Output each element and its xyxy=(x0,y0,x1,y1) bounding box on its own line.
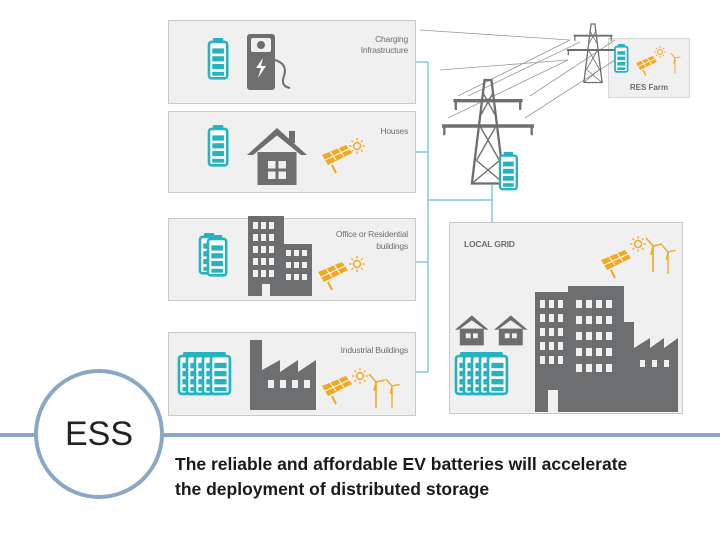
charging-station-icon xyxy=(247,34,291,90)
ess-circle: ESS xyxy=(34,369,164,499)
battery-icon xyxy=(209,350,232,396)
label-local-grid: LOCAL GRID xyxy=(464,239,515,249)
wind-turbine-icon xyxy=(385,378,401,409)
wind-turbine-icon xyxy=(661,244,677,275)
house-icon xyxy=(247,128,307,185)
caption-line-2: the deployment of distributed storage xyxy=(175,479,490,499)
label-charging: Charging Infrastructure xyxy=(360,34,408,55)
solar-panel-icon xyxy=(321,375,353,405)
battery-icon xyxy=(498,150,518,191)
wind-turbine-icon xyxy=(670,52,681,75)
res-farm-label: RES Farm xyxy=(629,83,669,92)
wind-turbine-icon xyxy=(645,237,663,273)
caption: The reliable and affordable EV batteries… xyxy=(175,452,715,502)
caption-line-1: The reliable and affordable EV batteries… xyxy=(175,454,628,474)
battery-icon xyxy=(207,123,229,167)
label-office-line2: buildings xyxy=(376,241,408,251)
office-building-icon xyxy=(248,216,312,296)
house-icon xyxy=(494,315,528,346)
label-houses: Houses xyxy=(380,126,408,136)
house-icon xyxy=(455,315,489,346)
battery-icon xyxy=(206,233,228,277)
battery-icon xyxy=(614,43,629,73)
connector-lines xyxy=(416,61,493,373)
transmission-wires xyxy=(419,29,616,119)
label-industrial: Industrial Buildings xyxy=(340,345,409,355)
solar-panel-icon xyxy=(600,249,632,279)
battery-icon xyxy=(486,350,509,396)
factory-icon xyxy=(626,322,678,412)
label-office-line1: Office or Residential xyxy=(335,229,408,239)
wind-turbine-icon xyxy=(368,373,386,409)
sun-icon xyxy=(348,255,366,273)
office-building-icon xyxy=(535,286,632,412)
solar-panel-icon xyxy=(317,261,349,291)
sun-icon xyxy=(653,45,667,59)
battery-icon xyxy=(207,36,229,80)
sun-icon xyxy=(629,235,647,253)
power-pylon-icon xyxy=(440,78,536,186)
solar-panel-icon xyxy=(635,55,658,77)
sun-icon xyxy=(348,137,366,155)
solar-panel-icon xyxy=(321,144,353,174)
divider-bar xyxy=(0,433,720,437)
sun-icon xyxy=(351,367,369,385)
ess-label: ESS xyxy=(64,414,134,453)
factory-icon xyxy=(250,340,316,410)
